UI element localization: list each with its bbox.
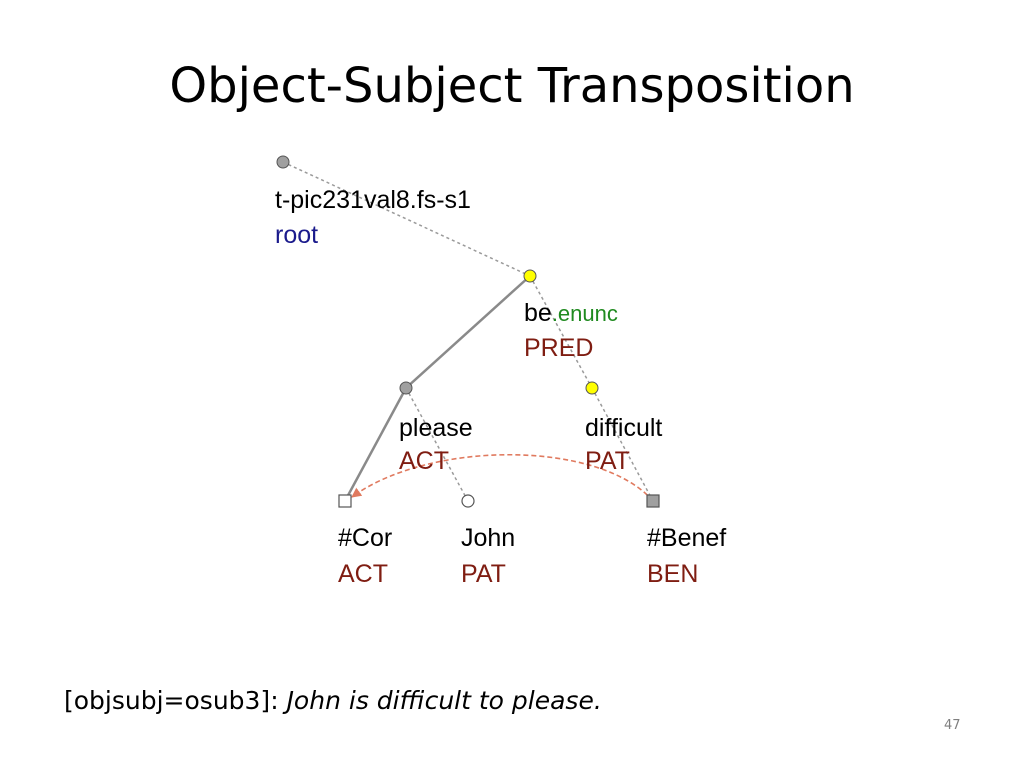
root-type-label: root — [275, 221, 318, 249]
node-cor[interactable] — [338, 494, 352, 508]
caption-example: John is difficult to please. — [286, 686, 602, 715]
node-pred[interactable] — [523, 269, 537, 283]
node-difficult[interactable] — [585, 381, 599, 395]
slide-title: Object-Subject Transposition — [169, 58, 855, 114]
pred-suffix: .enunc — [552, 301, 618, 326]
node-benef[interactable] — [646, 494, 660, 508]
pred-functor-label: PRED — [524, 334, 593, 362]
example-caption: [objsubj=osub3]: John is difficult to pl… — [64, 686, 602, 715]
please-functor-label: ACT — [399, 447, 449, 475]
john-functor-label: PAT — [461, 560, 506, 588]
root-id-label: t-pic231val8.fs-s1 — [275, 186, 471, 214]
difficult-functor-label: PAT — [585, 447, 630, 475]
cor-lemma-label: #Cor — [338, 524, 392, 552]
please-lemma-label: please — [399, 414, 473, 442]
edge-difficult-benef — [591, 387, 654, 502]
edge-please-cor — [343, 387, 408, 502]
edge-please-john — [405, 387, 469, 502]
john-lemma-label: John — [461, 524, 515, 552]
pred-lemma: be — [524, 299, 552, 327]
cor-functor-label: ACT — [338, 560, 388, 588]
caption-prefix: [objsubj=osub3]: — [64, 686, 287, 715]
node-root[interactable] — [276, 155, 290, 169]
node-john[interactable] — [461, 494, 475, 508]
benef-functor-label: BEN — [647, 560, 698, 588]
coreference-arrow — [351, 453, 654, 502]
difficult-lemma-label: difficult — [585, 414, 662, 442]
edge-pred-difficult — [529, 275, 593, 389]
pred-lemma-label: be.enunc — [524, 299, 618, 327]
benef-lemma-label: #Benef — [647, 524, 726, 552]
dependency-tree: t-pic231val8.fs-s1 root be.enunc PRED pl… — [275, 155, 726, 588]
edge-root-pred — [282, 161, 531, 277]
page-number: 47 — [944, 718, 961, 733]
node-please[interactable] — [399, 381, 413, 395]
edge-pred-please — [405, 275, 531, 389]
